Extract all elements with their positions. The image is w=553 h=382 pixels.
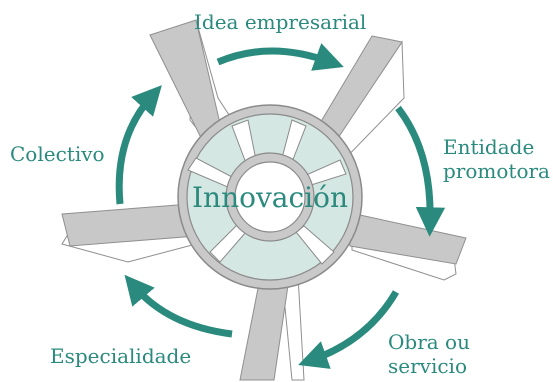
- stage-label-line: Especialidade: [50, 344, 192, 368]
- stage-label-entidade-promotora: Entidade promotora: [443, 135, 550, 183]
- stage-label-line: Obra ou: [388, 330, 470, 354]
- stage-label-obra-ou-servicio: Obra ou servicio: [388, 330, 470, 378]
- arrow-especialidade-to-colectivo: [124, 274, 233, 338]
- blade-right: [345, 211, 467, 281]
- arrow-colectivo-to-idea: [115, 85, 162, 205]
- stage-label-line: Entidade: [443, 135, 535, 159]
- arrow-entidade-to-obra: [395, 105, 446, 237]
- stage-label-idea-empresarial: Idea empresarial: [194, 10, 366, 34]
- hub-center: [234, 161, 306, 233]
- stage-label-especialidade: Especialidade: [50, 344, 191, 368]
- turbine-blades: [61, 19, 467, 381]
- stage-label-line: Idea empresarial: [194, 10, 367, 34]
- stage-label-line: servicio: [388, 354, 467, 378]
- stage-label-line: promotora: [443, 159, 550, 183]
- cycle-arrows: [115, 43, 446, 369]
- hub: [177, 104, 363, 290]
- stage-label-colectivo: Colectivo: [10, 142, 105, 166]
- hub-segment-gaps: [187, 119, 347, 265]
- stage-label-line: Colectivo: [10, 142, 105, 166]
- arrow-obra-to-especialidade: [298, 290, 400, 369]
- arrow-idea-to-entidade: [216, 43, 344, 71]
- center-label: Innovación: [191, 181, 349, 214]
